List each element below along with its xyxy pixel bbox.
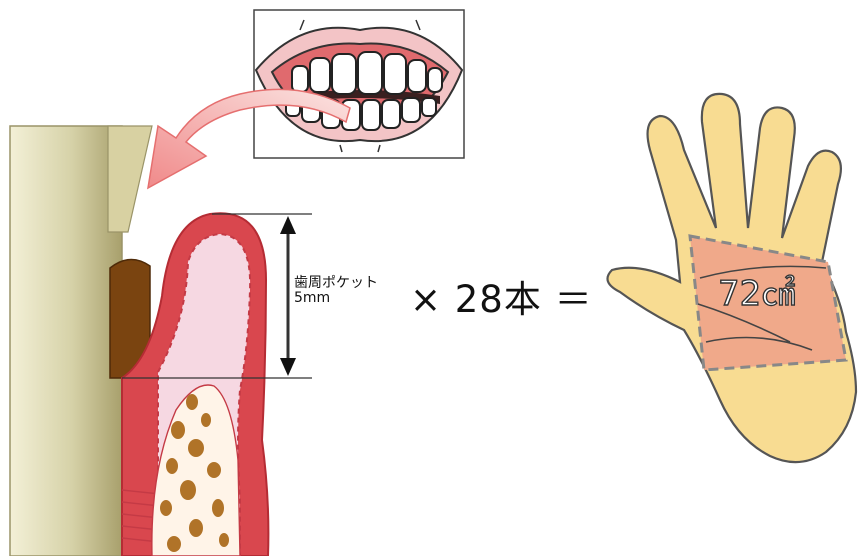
pocket-label-text: 歯周ポケット — [294, 276, 378, 291]
mouth-teeth-illustration — [254, 10, 464, 158]
palm-area-value: 72㎠ — [718, 276, 795, 312]
pocket-depth-value: 5mm — [294, 291, 378, 306]
multiplier-formula: × 28本 ＝ — [410, 280, 593, 320]
pocket-depth-label: 歯周ポケット 5mm — [294, 276, 378, 306]
